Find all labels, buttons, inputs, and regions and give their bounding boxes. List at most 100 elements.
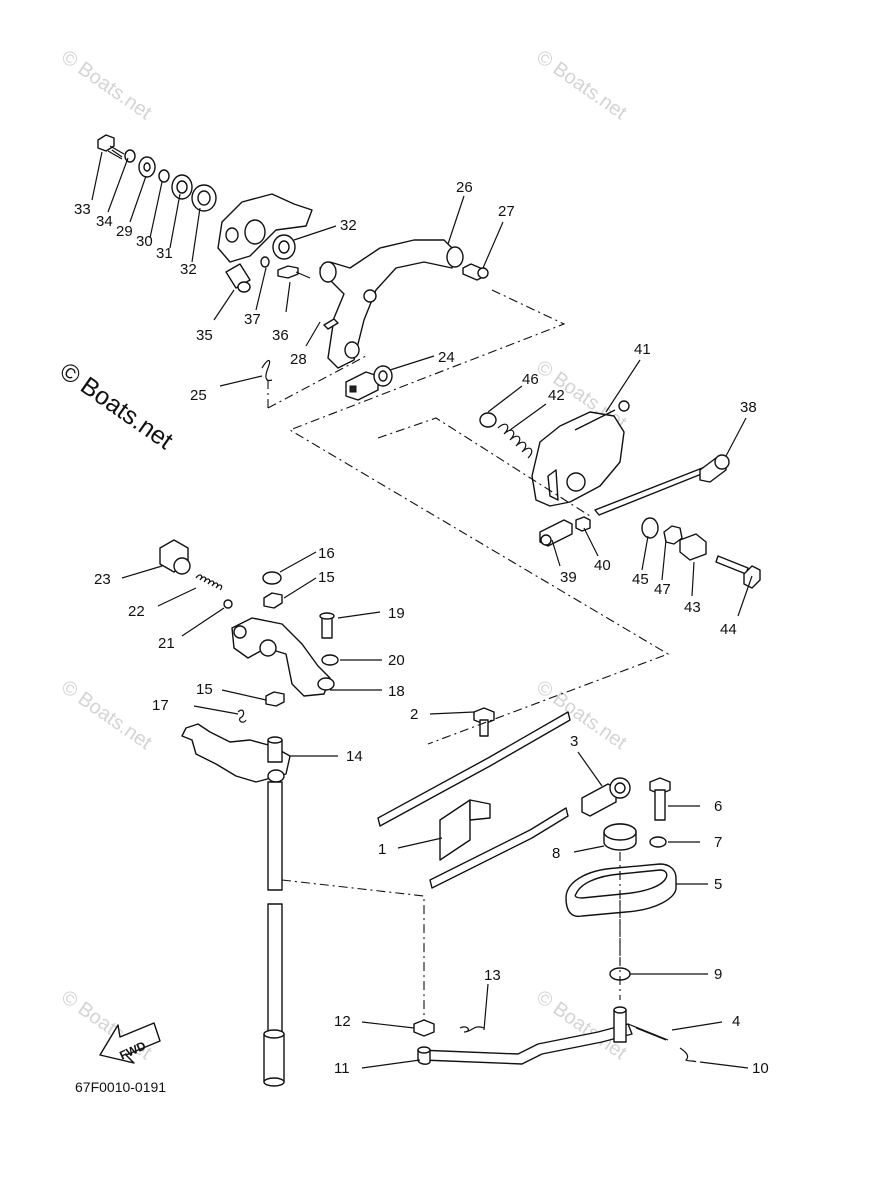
callout-19: 19 xyxy=(388,605,405,622)
callout-27: 27 xyxy=(498,203,515,220)
callout-23: 23 xyxy=(94,571,111,588)
callout-18: 18 xyxy=(388,683,405,700)
callout-11: 11 xyxy=(334,1060,350,1077)
cam-plate-41 xyxy=(531,411,625,507)
callout-2: 2 xyxy=(410,706,418,723)
washer-34 xyxy=(124,149,136,163)
callout-21: 21 xyxy=(158,635,175,652)
shift-lever-26 xyxy=(319,239,457,369)
callout-46: 46 xyxy=(522,371,539,388)
bolt-33 xyxy=(97,134,115,152)
pin-4 xyxy=(627,1023,669,1041)
callout-9: 9 xyxy=(714,966,722,983)
callout-13: 13 xyxy=(484,967,501,984)
callout-22: 22 xyxy=(128,603,145,620)
forward-arrow-icon xyxy=(99,1022,161,1064)
cable-bracket-1 xyxy=(439,799,471,861)
callout-26: 26 xyxy=(456,179,473,196)
joint-24 xyxy=(345,371,379,401)
callout-25: 25 xyxy=(190,387,207,404)
spring-22 xyxy=(195,574,223,591)
bushing-15 xyxy=(263,592,283,609)
callout-14: 14 xyxy=(346,748,363,765)
bolt-19 xyxy=(321,617,333,639)
spring-42 xyxy=(497,423,533,459)
watermark-large: © Boats.net xyxy=(55,357,178,455)
washer-37 xyxy=(260,256,270,268)
callout-32: 32 xyxy=(180,261,197,278)
callout-16: 16 xyxy=(318,545,335,562)
clip-13 xyxy=(459,1026,485,1033)
callout-34: 34 xyxy=(96,213,113,230)
diagram-code: 67F0010-0191 xyxy=(75,1079,166,1095)
washer-16 xyxy=(262,571,282,585)
callout-4: 4 xyxy=(732,1013,740,1030)
callout-47: 47 xyxy=(654,581,671,598)
clip-17 xyxy=(237,709,247,723)
callout-8: 8 xyxy=(552,845,560,862)
callout-29: 29 xyxy=(116,223,133,240)
bolt-36 xyxy=(277,265,299,279)
watermark: © Boats.net xyxy=(57,676,156,754)
washer-46 xyxy=(479,412,497,428)
washer-20 xyxy=(321,654,339,666)
callout-42: 42 xyxy=(548,387,565,404)
callout-40: 40 xyxy=(594,557,611,574)
callout-6: 6 xyxy=(714,798,722,815)
nut-12 xyxy=(413,1019,435,1037)
bushing-15b xyxy=(265,691,285,707)
shift-shaft xyxy=(267,781,283,891)
bolt-2 xyxy=(473,707,495,725)
washer-45 xyxy=(641,517,659,539)
callout-36: 36 xyxy=(272,327,289,344)
ball-21 xyxy=(223,599,233,609)
pin-28 xyxy=(323,318,339,330)
callout-45: 45 xyxy=(632,571,649,588)
leader-lines xyxy=(91,151,753,1069)
callout-5: 5 xyxy=(714,876,722,893)
callout-33: 33 xyxy=(74,201,91,218)
cable-lower xyxy=(429,807,569,889)
housing-18 xyxy=(231,617,331,697)
collar-43 xyxy=(679,533,707,561)
callout-1: 1 xyxy=(378,841,386,858)
link-rod-11 xyxy=(417,1023,633,1065)
cable-group xyxy=(377,707,697,1065)
nut-40 xyxy=(575,516,591,532)
washer-7 xyxy=(649,836,667,848)
callout-28: 28 xyxy=(290,351,307,368)
callout-43: 43 xyxy=(684,599,701,616)
callout-35: 35 xyxy=(196,327,213,344)
shift-rod-38 xyxy=(594,464,715,516)
callout-7: 7 xyxy=(714,834,722,851)
watermark: © Boats.net xyxy=(532,46,631,124)
callout-39: 39 xyxy=(560,569,577,586)
callout-31: 31 xyxy=(156,245,173,262)
callout-10: 10 xyxy=(752,1060,769,1077)
callout-37: 37 xyxy=(244,311,261,328)
shift-lever-group xyxy=(261,239,489,401)
watermark: © Boats.net xyxy=(57,46,156,124)
callout-20: 20 xyxy=(388,652,405,669)
cam-group xyxy=(479,400,761,589)
upper-bracket-group xyxy=(97,134,313,293)
callout-12: 12 xyxy=(334,1013,351,1030)
callout-labels: 33 34 29 30 31 32 32 26 27 35 37 36 28 2… xyxy=(74,179,769,1077)
callout-3: 3 xyxy=(570,733,578,750)
cable-upper xyxy=(377,711,571,827)
watermark: © Boats.net xyxy=(532,676,631,754)
clip-10 xyxy=(679,1047,697,1063)
joint-3 xyxy=(581,783,617,817)
callout-44: 44 xyxy=(720,621,737,638)
shift-lever-14 xyxy=(181,723,291,783)
clip-25 xyxy=(261,359,273,382)
assembly-lines xyxy=(267,289,670,1020)
callout-24: 24 xyxy=(438,349,455,366)
callout-32b: 32 xyxy=(340,217,357,234)
callout-15: 15 xyxy=(318,569,335,586)
detent-group xyxy=(159,539,339,1087)
washer-30 xyxy=(158,169,170,183)
callout-41: 41 xyxy=(634,341,651,358)
